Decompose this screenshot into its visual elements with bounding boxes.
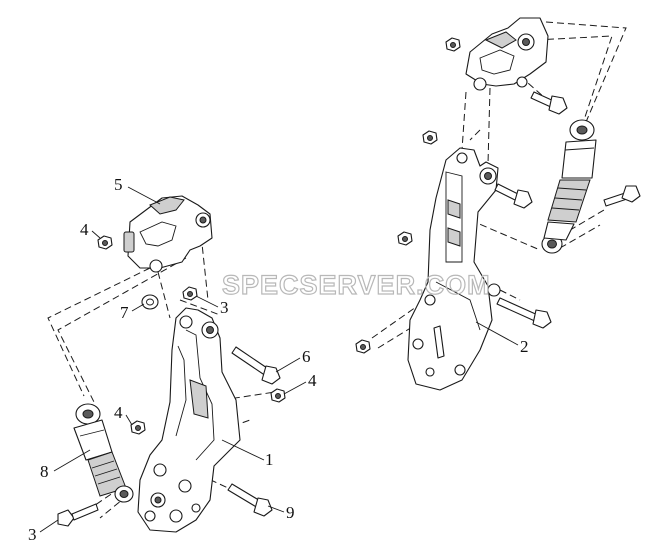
- callout-3-upper: 3: [220, 298, 229, 317]
- callout-4-upper: 4: [80, 220, 89, 239]
- callout-4-right: 4: [308, 371, 317, 390]
- part-3-nut-upper: [182, 286, 198, 301]
- part-1-left-bracket: [137, 307, 241, 533]
- part-4-nut-upper: [97, 235, 113, 250]
- callout-5: 5: [114, 175, 123, 194]
- leader-lines: [39, 186, 519, 533]
- part-9-bolt: [227, 483, 273, 517]
- part-8-shock-absorber: [73, 403, 134, 503]
- right-bolt-lower: [496, 297, 552, 329]
- right-nut-top: [445, 37, 461, 52]
- right-assembly: [355, 17, 641, 391]
- callout-8: 8: [40, 462, 49, 481]
- part-4-nut-middle: [130, 420, 146, 435]
- callout-9: 9: [286, 503, 295, 522]
- part-3-bolt-lower: [57, 503, 99, 527]
- part-6-bolt: [231, 346, 281, 385]
- right-cab-lock: [465, 17, 549, 91]
- part-2-right-bracket: [407, 147, 501, 391]
- right-bolt-upper: [530, 91, 568, 115]
- callout-3-lower: 3: [28, 525, 37, 544]
- callout-1: 1: [265, 450, 274, 469]
- right-bolt-middle: [494, 183, 533, 209]
- callout-4-middle: 4: [114, 403, 123, 422]
- watermark: SPECSERVER.COM: [222, 270, 491, 300]
- right-nut-lower: [355, 339, 371, 354]
- part-4-nut-right: [270, 388, 286, 403]
- part-5-cab-lock: [123, 195, 213, 273]
- callout-7: 7: [120, 303, 129, 322]
- right-shock-absorber: [541, 119, 597, 254]
- part-7-washer: [141, 294, 159, 310]
- callout-6: 6: [302, 347, 311, 366]
- callout-2: 2: [520, 337, 529, 356]
- left-assembly: [47, 195, 286, 533]
- right-nut-upper-left: [422, 130, 438, 145]
- right-nut-middle: [397, 231, 413, 246]
- callout-labels: 5 4 3 7 6 4 4 1 8 9 3 2: [28, 175, 529, 544]
- right-bolt-right: [603, 185, 641, 207]
